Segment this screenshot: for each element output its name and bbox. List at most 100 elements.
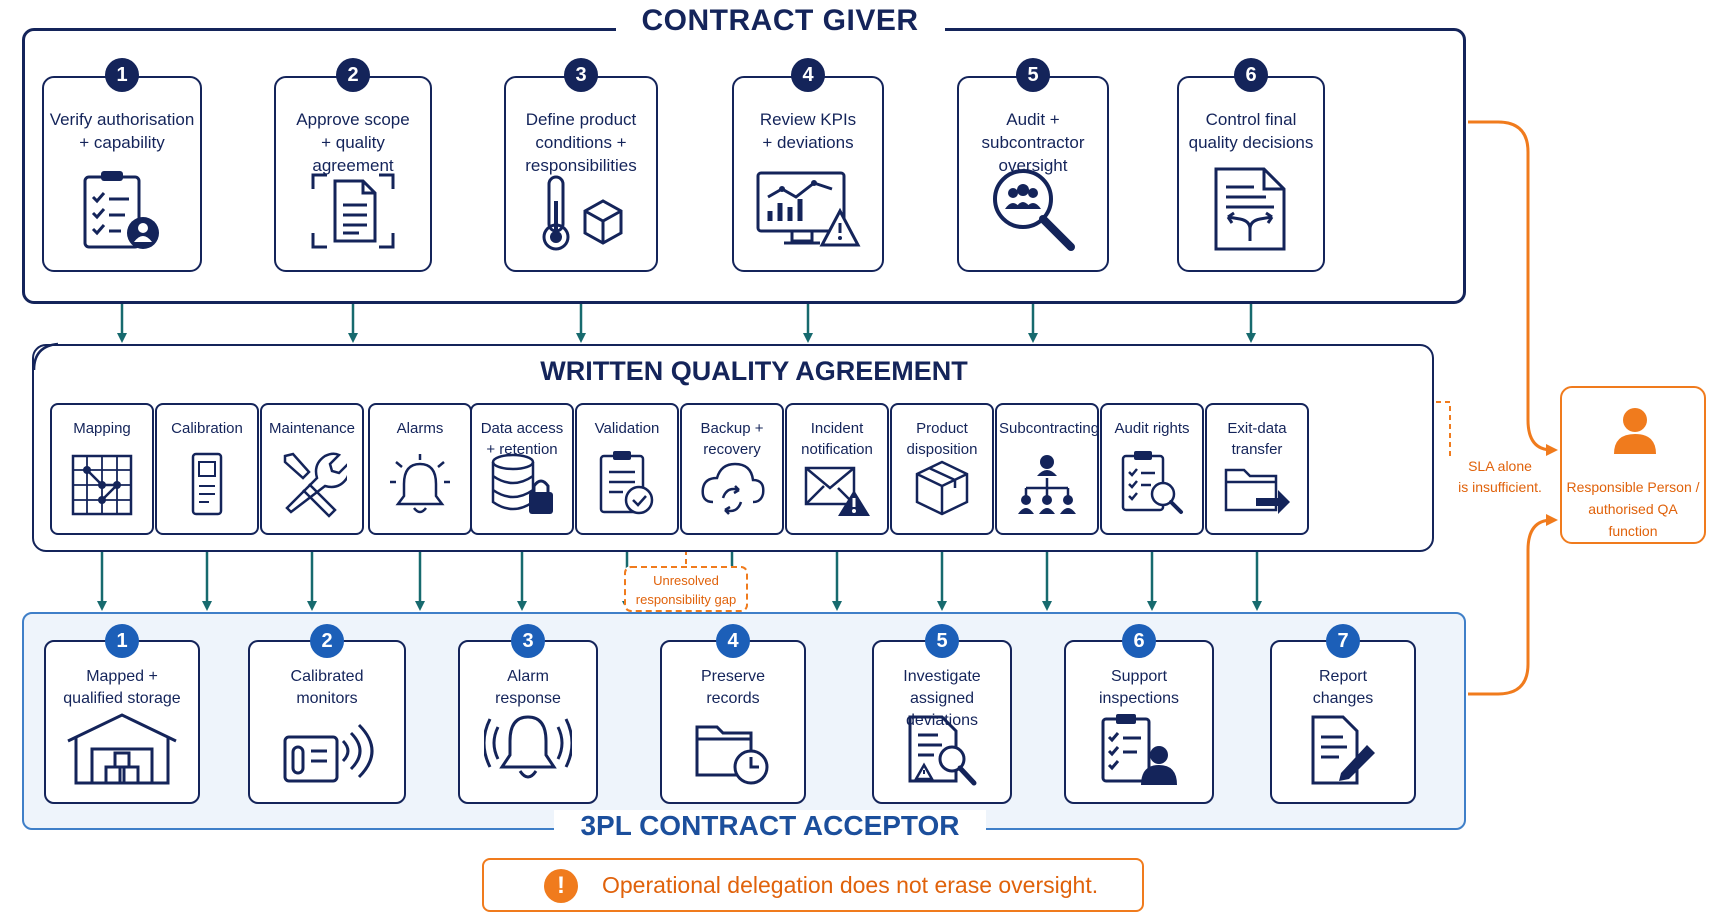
warehouse-icon <box>62 711 182 792</box>
label-line: Maintenance <box>269 420 355 437</box>
acceptor-step-number: 1 <box>105 624 139 658</box>
label-line: assigned <box>909 690 975 707</box>
folder-clock-icon <box>693 717 773 792</box>
giver-step-number: 2 <box>336 58 370 92</box>
document-magnifier-warning-icon <box>902 713 982 792</box>
cloud-sync-icon <box>699 458 765 523</box>
clipboard-check-icon <box>597 448 657 523</box>
label-line: qualified storage <box>63 690 181 707</box>
acceptor-step-number: 3 <box>511 624 545 658</box>
person-icon <box>1614 408 1656 454</box>
acceptor-step-number: 7 <box>1326 624 1360 658</box>
label-line: Audit + <box>1006 110 1060 129</box>
label-line: records <box>706 690 760 707</box>
sensor-device-icon <box>279 717 375 792</box>
quality-agreement-title: WRITTEN QUALITY AGREEMENT <box>540 356 968 386</box>
label-line: Audit rights <box>1114 420 1190 437</box>
label-line: + deviations <box>762 133 854 152</box>
agreement-card: Mapping <box>50 403 154 535</box>
org-chart-icon <box>1014 452 1080 523</box>
box-icon <box>911 456 973 523</box>
step-label: Approve scope+ quality agreement <box>280 108 426 177</box>
acceptor-step-number: 5 <box>925 624 959 658</box>
giver-to-responsible-arrow <box>1468 120 1558 456</box>
document-pen-icon <box>1307 713 1379 792</box>
acceptor-step-1: Mapped +qualified storage <box>44 640 200 804</box>
warning-text: Operational delegation does not erase ov… <box>602 872 1099 898</box>
folder-arrow-icon <box>1222 462 1292 523</box>
document-curl-icon <box>32 342 59 371</box>
acceptor-to-responsible-arrow <box>1468 514 1558 696</box>
responsible-person-box: Responsible Person / authorised QA funct… <box>1560 386 1706 544</box>
oversight-warning-banner: ! Operational delegation does not erase … <box>482 858 1144 912</box>
gap-note-line: Unresolved <box>653 573 719 588</box>
agreement-card: Data access + retention <box>470 403 574 535</box>
step-label: Product disposition <box>894 418 990 460</box>
acceptor-step-3: Alarm response <box>458 640 598 804</box>
step-label: Validation <box>579 418 675 439</box>
document-frame-icon <box>305 167 401 260</box>
sla-dashed-connector <box>1436 401 1451 456</box>
label-line: notification <box>801 441 873 458</box>
label-line: Define product <box>525 110 637 129</box>
step-label: Verify authorisation + capability <box>48 108 196 154</box>
label-line: + retention <box>486 441 558 458</box>
step-label: Exit-data transfer <box>1209 418 1305 460</box>
label-line: quality decisions <box>1188 133 1314 152</box>
clipboard-magnifier-icon <box>1119 448 1185 523</box>
exclamation-icon: ! <box>544 869 578 903</box>
envelope-warning-icon <box>802 458 872 523</box>
label-line: transfer <box>1231 441 1283 458</box>
agreement-card: Audit rights <box>1100 403 1204 535</box>
label-line: Alarm <box>507 668 549 685</box>
sla-note-line: is insufficient. <box>1458 479 1542 495</box>
agreement-card: Product disposition <box>890 403 994 535</box>
step-label: Maintenance <box>264 418 360 439</box>
gap-note-line: responsibility gap <box>635 592 737 607</box>
acceptor-step-number: 4 <box>716 624 750 658</box>
label-line: Review KPIs <box>759 110 857 129</box>
label-line: Data access <box>480 420 564 437</box>
step-label: Mapping <box>54 418 150 439</box>
agreement-card: Maintenance <box>260 403 364 535</box>
label-line: disposition <box>906 441 978 458</box>
step-label: Calibration <box>159 418 255 439</box>
giver-step-number: 6 <box>1234 58 1268 92</box>
label-line: response <box>495 690 561 707</box>
ringing-bell-icon <box>482 709 574 792</box>
step-label: Alarm response <box>462 666 594 710</box>
document-decision-arrows-icon <box>1208 163 1294 260</box>
clipboard-person-icon <box>1099 711 1179 792</box>
step-label: Mapped +qualified storage <box>48 666 196 710</box>
giver-step-number: 5 <box>1016 58 1050 92</box>
label-line: Backup + <box>700 420 764 437</box>
agreement-card: Backup +recovery <box>680 403 784 535</box>
acceptor-step-number: 6 <box>1122 624 1156 658</box>
label-line: + capability <box>79 133 165 152</box>
label-line: subcontractor <box>981 133 1085 152</box>
sla-note: SLA alone is insufficient. <box>1452 456 1548 498</box>
thermometer-box-icon <box>531 171 631 260</box>
label-line: + quality agreement <box>312 133 394 175</box>
label-line: changes <box>1312 690 1374 707</box>
sla-note-line: SLA alone <box>1468 458 1532 474</box>
label-line: Exit-data <box>1227 420 1287 437</box>
giver-step-4: Review KPIs + deviations <box>732 76 884 272</box>
label-line: Validation <box>594 420 660 437</box>
agreement-card: Subcontracting <box>995 403 1099 535</box>
acceptor-step-4: Preserve records <box>660 640 806 804</box>
label-line: Product <box>916 420 968 437</box>
label-line: Verify authorisation <box>49 110 195 129</box>
label-line: monitors <box>296 690 358 707</box>
label-line: Preserve <box>700 668 766 685</box>
